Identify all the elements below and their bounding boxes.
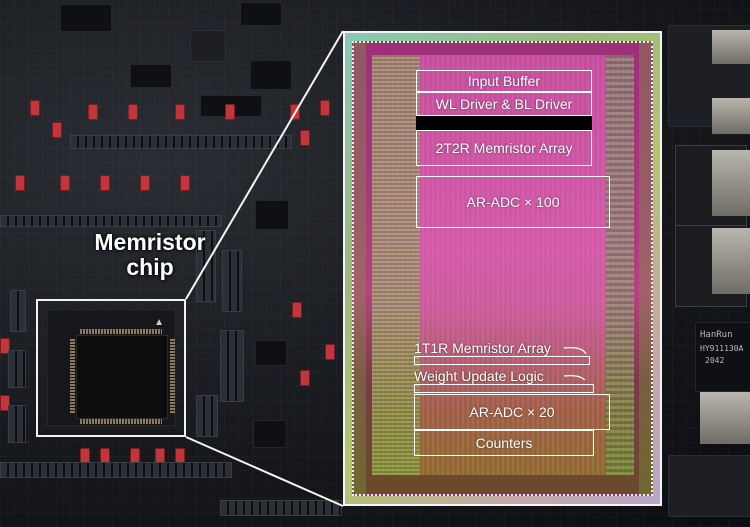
chip-pins-bottom — [80, 419, 162, 424]
jumper — [100, 175, 110, 191]
block-weight-update — [414, 384, 594, 393]
chip-label-line-2: chip — [126, 254, 174, 280]
jumper — [225, 104, 235, 120]
driver-black-bar — [416, 116, 592, 130]
pin-header — [222, 250, 242, 312]
jumper — [300, 130, 310, 146]
ic-component — [255, 200, 289, 230]
block-counters: Counters — [414, 430, 594, 456]
block-wl-bl-driver: WL Driver & BL Driver — [416, 92, 592, 116]
connector-line-bottom — [185, 436, 344, 507]
inductor-component — [190, 30, 226, 62]
pin-header — [196, 395, 218, 437]
pin1-marker: ▲ — [154, 317, 164, 328]
jumper — [325, 344, 335, 360]
chip-socket: ▲ — [46, 309, 176, 427]
pin-header — [10, 290, 26, 332]
chip-label-line-1: Memristor — [94, 229, 206, 255]
ic-component — [240, 2, 282, 26]
jumper — [180, 175, 190, 191]
jumper — [175, 104, 185, 120]
jumper — [30, 100, 40, 116]
rj45-shield — [712, 228, 750, 294]
die-left-logic — [372, 55, 420, 475]
pin-header — [220, 330, 244, 402]
jumper — [52, 122, 62, 138]
ic-component — [255, 340, 287, 366]
block-2t2r-array: 2T2R Memristor Array — [416, 130, 592, 166]
jumper — [320, 100, 330, 116]
ic-component — [60, 4, 112, 32]
jumper — [175, 448, 185, 464]
connector-line-top — [185, 30, 344, 300]
pin-header — [8, 350, 26, 388]
chip-package — [76, 335, 168, 419]
chip-pins-top — [80, 329, 162, 334]
rj45-jack — [700, 392, 750, 444]
part-number: HY911130A — [700, 344, 744, 353]
rj45-shield — [712, 150, 750, 216]
pin-header — [8, 405, 26, 443]
label-weight-update: Weight Update Logic — [414, 368, 544, 384]
block-adc-100: AR-ADC × 100 — [416, 176, 610, 228]
ic-component — [130, 64, 172, 88]
connector — [668, 455, 750, 517]
pin-header — [260, 500, 262, 502]
arrow-1t1r — [563, 346, 587, 355]
block-adc-20: AR-ADC × 20 — [414, 394, 610, 430]
jumper — [0, 338, 10, 354]
usb-port — [712, 30, 750, 64]
pin-header — [220, 500, 342, 516]
jumper — [292, 302, 302, 318]
jumper — [100, 448, 110, 464]
jumper — [155, 448, 165, 464]
usb-port — [712, 98, 750, 134]
ic-component — [253, 420, 287, 448]
memristor-chip-label: Memristor chip — [80, 230, 220, 280]
jumper — [300, 370, 310, 386]
physical-chip-highlight: ▲ — [36, 299, 186, 437]
block-1t1r-array — [414, 356, 590, 365]
jumper — [15, 175, 25, 191]
arrow-weight-update — [563, 374, 586, 380]
annotation-arrows — [563, 346, 587, 380]
magnetics-module — [695, 322, 750, 392]
jumper — [88, 104, 98, 120]
pin-header — [0, 462, 232, 478]
chip-pins-right — [170, 339, 175, 413]
block-input-buffer: Input Buffer — [416, 70, 592, 92]
date-code: 2042 — [705, 356, 725, 365]
jumper — [60, 175, 70, 191]
jumper — [128, 104, 138, 120]
pin-header — [0, 215, 222, 227]
ic-component — [250, 60, 292, 90]
hanrun-brand: HanRun — [700, 330, 733, 340]
die-right-logic — [606, 55, 634, 475]
jumper — [0, 395, 10, 411]
jumper — [130, 448, 140, 464]
jumper — [80, 448, 90, 464]
pin-header — [70, 135, 292, 149]
jumper — [140, 175, 150, 191]
chip-pins-left — [70, 339, 75, 413]
label-1t1r-array: 1T1R Memristor Array — [414, 340, 551, 356]
